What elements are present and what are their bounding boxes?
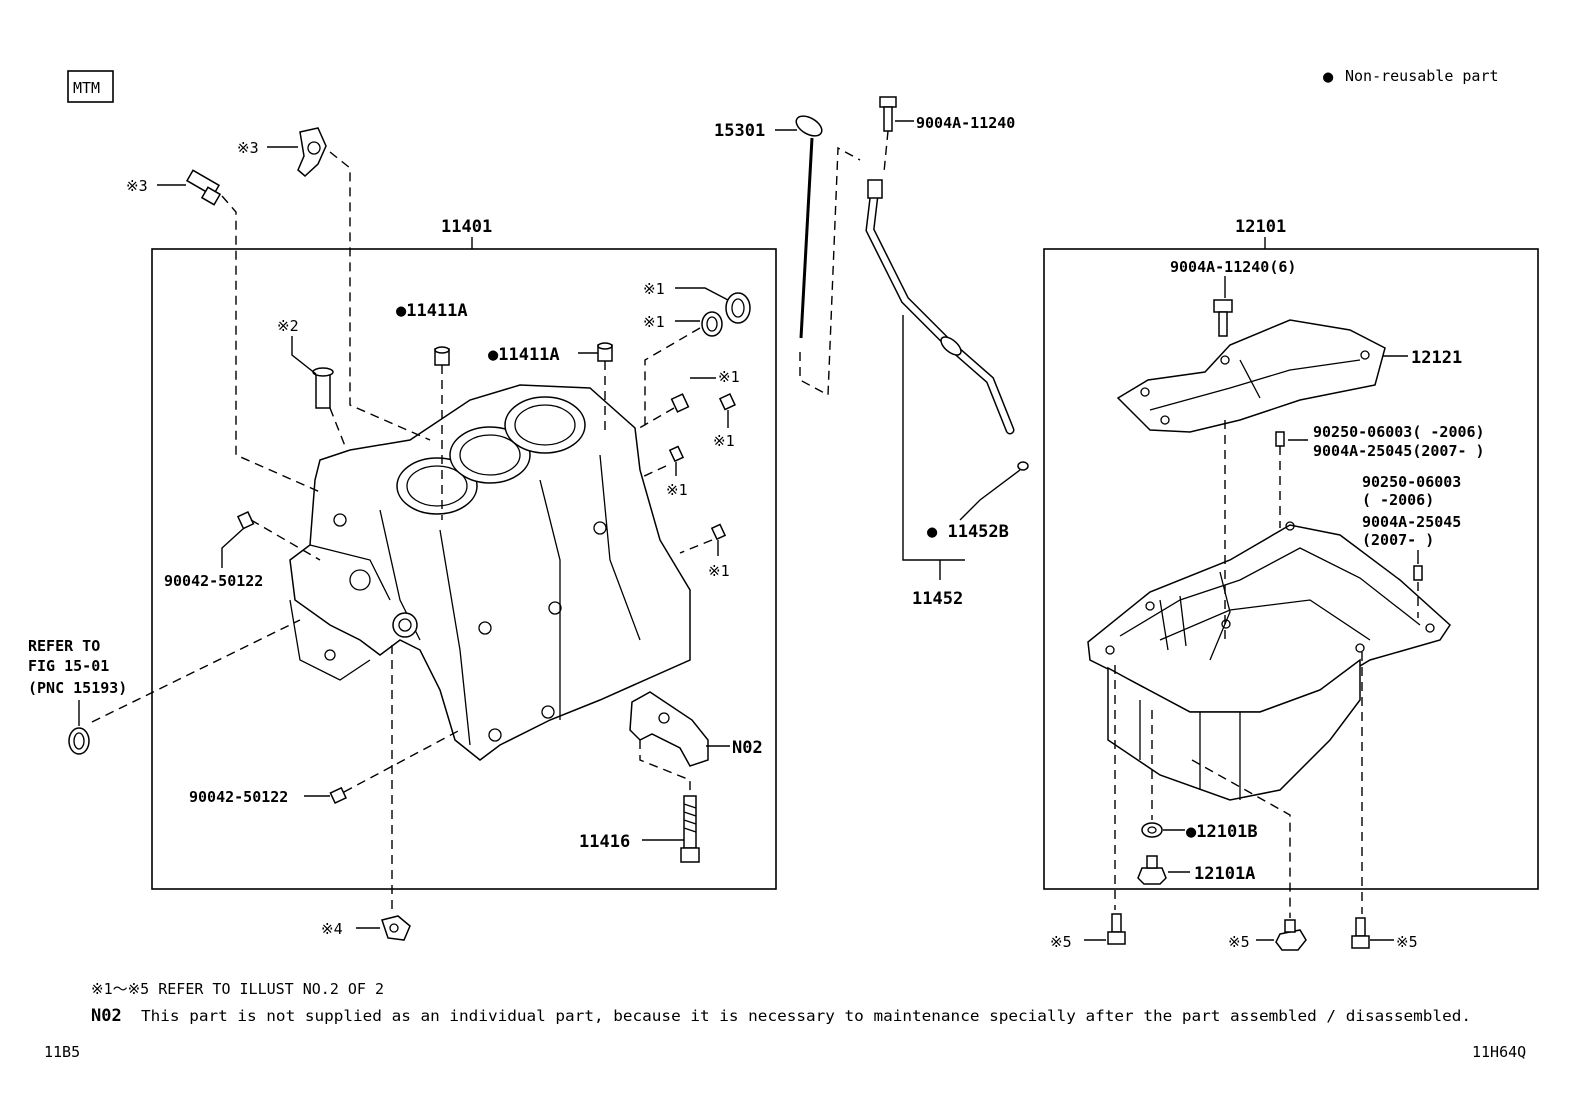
label-ref2-oil-jet: ※2 (277, 317, 299, 335)
label-ref1-pin-bottom: ※1 (708, 562, 730, 580)
label-stud-upper-line1: 90250-06003( -2006) (1313, 423, 1485, 441)
mtm-badge: MTM (73, 79, 100, 97)
label-ref1-plug: ※1 (643, 280, 665, 298)
label-drain-plug: 12101A (1194, 864, 1255, 884)
label-ref4-drain: ※4 (321, 920, 343, 938)
label-oil-pan: 12101 (1235, 217, 1286, 237)
water-drain-cock (381, 915, 411, 941)
oil-pan-dashed-leaders (1114, 420, 1419, 918)
legend-text: Non-reusable part (1345, 67, 1499, 85)
bearing-cap-bolt (680, 795, 700, 863)
label-stud-lower-line3: 9004A-25045 (1362, 513, 1461, 531)
label-drain-plug-gasket: ●12101B (1186, 822, 1258, 842)
knock-pin-b (597, 342, 613, 362)
note-n02-code: N02 (91, 1006, 122, 1026)
label-refer-fig: FIG 15-01 (28, 657, 109, 675)
pan-bolt (1213, 299, 1233, 337)
label-stud-upper-line2: 9004A-25045(2007- ) (1313, 442, 1485, 460)
plug-left (236, 511, 255, 530)
footer-left-code: 11B5 (44, 1043, 80, 1061)
label-stud-lower-line1: 90250-06003 (1362, 473, 1461, 491)
oil-jet (312, 367, 334, 409)
label-guide-o-ring: ● 11452B (927, 522, 1009, 542)
knock-sensor (297, 127, 327, 178)
footer-right-code: 11H64Q (1472, 1043, 1526, 1061)
straight-pins-right (668, 393, 736, 541)
knock-pin-a (434, 346, 450, 366)
oil-pan (1087, 521, 1451, 801)
label-refer-to: REFER TO (28, 637, 100, 655)
guide-o-ring (1017, 461, 1029, 471)
drain-plug (1137, 855, 1167, 885)
label-ref5-left: ※5 (1050, 933, 1072, 951)
label-cap-bolt: 11416 (579, 832, 630, 852)
note-refer: ※1～※5 REFER TO ILLUST NO.2 OF 2 (91, 980, 384, 998)
oil-level-gauge-guide (865, 179, 1015, 435)
bearing-cap (629, 691, 709, 767)
pan-bolt-left (1107, 913, 1126, 945)
label-oil-level-gauge: 15301 (714, 121, 765, 141)
oil-pressure-switch (185, 169, 222, 206)
label-ref5-right: ※5 (1396, 933, 1418, 951)
cooling-plug-and-gasket (701, 292, 751, 337)
label-baffle: 12121 (1411, 348, 1462, 368)
label-ref5-center: ※5 (1228, 933, 1250, 951)
label-ref3-oil-pressure-switch: ※3 (126, 177, 148, 195)
label-stud-lower-line2: ( -2006) (1362, 491, 1434, 509)
pan-bolt-right (1351, 917, 1370, 949)
note-n02-text: This part is not supplied as an individu… (141, 1007, 1471, 1025)
label-ref1-pin-mid: ※1 (713, 432, 735, 450)
block-dashed-leaders (91, 151, 713, 915)
label-bearing-cap: N02 (732, 738, 763, 758)
label-ref1-gasket: ※1 (643, 313, 665, 331)
cylinder-block (289, 384, 691, 761)
label-pan-bolt: 9004A-11240(6) (1170, 258, 1296, 276)
label-refer-pnc: (PNC 15193) (28, 679, 127, 697)
label-cylinder-block: 11401 (441, 217, 492, 237)
drain-plug-gasket (1141, 822, 1163, 838)
stud-upper (1275, 431, 1285, 447)
oil-level-gauge (795, 115, 823, 339)
pan-nut-center (1275, 919, 1307, 951)
label-ref3-knock-sensor: ※3 (237, 139, 259, 157)
label-knock-pin-a: ●11411A (396, 301, 468, 321)
oil-pan-group-box (1043, 248, 1539, 890)
label-guide-bolt: 9004A-11240 (916, 114, 1015, 132)
label-plug-bottom: 90042-50122 (189, 788, 288, 806)
plug-bottom (329, 786, 347, 804)
cylinder-block-group-box (151, 248, 777, 890)
label-plug-left: 90042-50122 (164, 572, 263, 590)
oil-pan-baffle (1116, 319, 1386, 433)
stud-lower (1413, 565, 1423, 581)
label-ref1-pin-low: ※1 (666, 481, 688, 499)
label-oil-level-gauge-guide: 11452 (912, 589, 963, 609)
guide-bolt (879, 96, 897, 132)
label-knock-pin-b: ●11411A (488, 345, 560, 365)
label-stud-lower-line4: (2007- ) (1362, 531, 1434, 549)
legend-bullet: ● (1323, 67, 1334, 87)
mtm-badge-frame (67, 70, 114, 103)
oil-seal-ring (68, 727, 90, 755)
label-ref1-pin-top: ※1 (718, 368, 740, 386)
